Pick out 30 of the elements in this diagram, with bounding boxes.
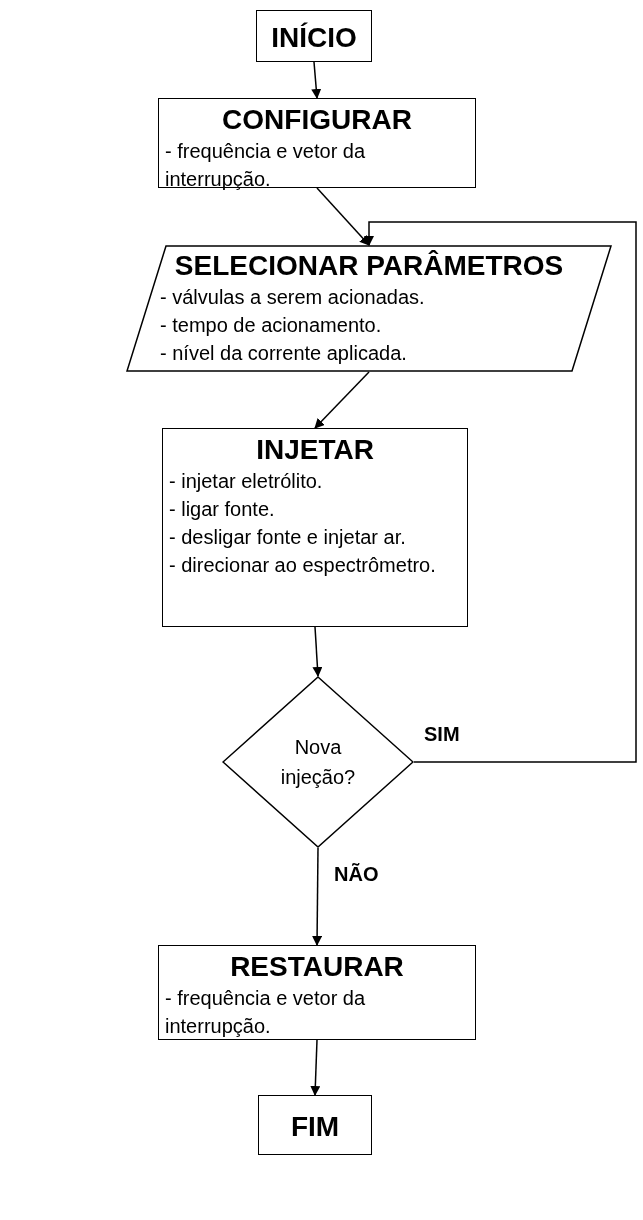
step-description: - nível da corrente aplicada. bbox=[160, 341, 408, 366]
process-box bbox=[158, 945, 476, 1040]
step-description: - válvulas a serem acionadas. bbox=[160, 285, 426, 310]
end-box bbox=[258, 1095, 372, 1155]
step-description: - frequência e vetor da interrupção. bbox=[165, 986, 367, 1039]
arrow bbox=[314, 371, 370, 429]
step-heading: INJETAR bbox=[255, 433, 375, 467]
arrow bbox=[316, 187, 370, 246]
step-description: - injetar eletrólito. bbox=[169, 469, 324, 494]
process-box bbox=[158, 98, 476, 188]
arrow bbox=[312, 626, 323, 677]
step-heading: SELECIONAR PARÂMETROS bbox=[173, 249, 565, 283]
step-heading: RESTAURAR bbox=[229, 950, 405, 984]
step-description: - desligar fonte e injetar ar. bbox=[169, 525, 407, 550]
step-heading: FIM bbox=[289, 1110, 341, 1144]
input-parallelogram bbox=[126, 245, 612, 372]
step-heading: INÍCIO bbox=[270, 21, 358, 55]
step-description: - direcionar ao espectrômetro. bbox=[169, 553, 437, 578]
step-heading: CONFIGURAR bbox=[221, 103, 413, 137]
arrow bbox=[312, 847, 323, 946]
start-box bbox=[256, 10, 372, 62]
process-box bbox=[162, 428, 468, 627]
step-description: - frequência e vetor da interrupção. bbox=[165, 139, 367, 192]
arrow bbox=[311, 61, 322, 99]
decision-diamond bbox=[222, 676, 414, 848]
arrow bbox=[310, 1039, 321, 1096]
step-description: - tempo de acionamento. bbox=[160, 313, 383, 338]
arrow bbox=[364, 221, 637, 763]
decision-text: Nova injeção? bbox=[279, 735, 357, 790]
step-description: - ligar fonte. bbox=[169, 497, 276, 522]
